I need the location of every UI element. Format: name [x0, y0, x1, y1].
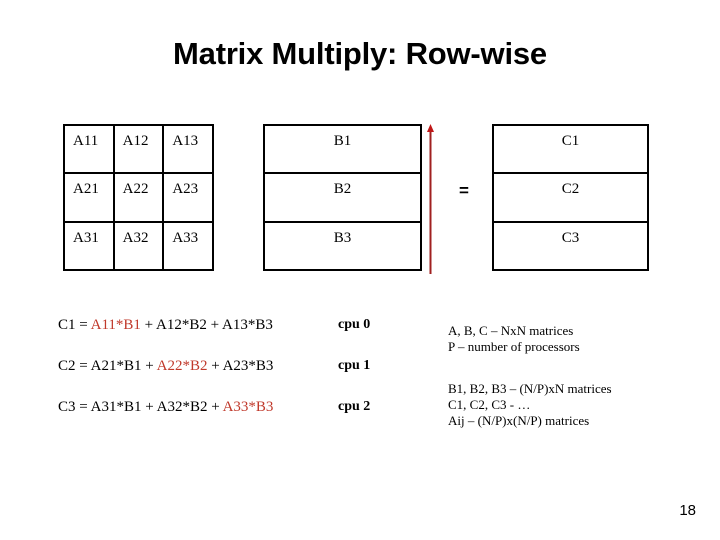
equation-prefix: C1 =: [58, 317, 91, 333]
page-title: Matrix Multiply: Row-wise: [173, 36, 547, 71]
matrix-c-row: C1: [494, 126, 647, 175]
equation-suffix: + A12*B2 + A13*B3: [140, 317, 273, 333]
equation-prefix: C3 = A31*B1 + A32*B2 +: [58, 399, 223, 415]
matrix-a-cell-a32: A32: [115, 222, 165, 269]
matrix-b-cell-b3: B3: [333, 229, 352, 246]
matrix-a: A11 A12 A13 A21 A22 A23 A31 A32 A33: [63, 124, 214, 271]
note-line: C1, C2, C3 - …: [448, 397, 531, 412]
matrix-a-cell-a23: A23: [172, 181, 199, 198]
notes-block-sizes: B1, B2, B3 – (N/P)xN matrices C1, C2, C3…: [448, 381, 612, 429]
matrix-a-cell-a13: A13: [172, 133, 199, 149]
equation-row-c3: C3 = A31*B1 + A32*B2 + A33*B3 cpu 2: [58, 400, 408, 441]
note-line: A, B, C – NxN matrices: [448, 323, 574, 338]
notes-definitions: A, B, C – NxN matrices P – number of pro…: [448, 323, 580, 355]
matrix-b-cell-b1: B1: [333, 133, 352, 149]
equation-highlight: A22*B2: [156, 358, 208, 374]
matrix-a-cell-a31: A31: [65, 222, 115, 269]
matrix-c: C1 C2 C3: [492, 124, 649, 271]
cpu-label-0: cpu 0: [338, 317, 371, 332]
matrix-a-row: A31 A32 A33: [65, 222, 212, 269]
matrix-c-row: C3: [494, 223, 647, 269]
cpu-label-2: cpu 2: [338, 399, 371, 414]
matrix-a-cell-a33: A33: [172, 229, 199, 246]
page-number: 18: [679, 502, 696, 519]
up-arrow-icon: [424, 122, 437, 274]
note-line: P – number of processors: [448, 339, 580, 354]
equation-row-c2: C2 = A21*B1 + A22*B2 + A23*B3 cpu 1: [58, 359, 408, 400]
matrix-a-cell-a22: A22: [115, 174, 165, 221]
matrix-c-cell-c3: C3: [561, 229, 580, 246]
matrix-c-cell-c1: C1: [561, 133, 580, 149]
equation-suffix: + A23*B3: [207, 358, 274, 374]
equation-highlight: A33*B3: [222, 399, 274, 415]
cpu-label-1: cpu 1: [338, 358, 371, 373]
matrix-a-cell-a11: A11: [65, 126, 115, 173]
equals-operator: =: [459, 181, 469, 200]
equation-list: C1 = A11*B1 + A12*B2 + A13*B3 cpu 0 C2 =…: [58, 318, 408, 441]
equation-prefix: C2 = A21*B1 +: [58, 358, 157, 374]
matrix-b: B1 B2 B3: [263, 124, 422, 271]
matrix-c-row: C2: [494, 174, 647, 223]
equation-row-c1: C1 = A11*B1 + A12*B2 + A13*B3 cpu 0: [58, 318, 408, 359]
matrix-b-row: B3: [265, 223, 420, 269]
matrix-a-cell-a21: A21: [65, 174, 115, 221]
note-line: Aij – (N/P)x(N/P) matrices: [448, 413, 590, 428]
equation-highlight: A11*B1: [90, 317, 141, 333]
matrix-b-cell-b2: B2: [333, 181, 352, 198]
matrix-c-cell-c2: C2: [561, 181, 580, 198]
note-line: B1, B2, B3 – (N/P)xN matrices: [448, 381, 612, 396]
matrix-a-row: A11 A12 A13: [65, 126, 212, 175]
matrix-b-row: B2: [265, 174, 420, 223]
matrix-a-cell-a12: A12: [115, 126, 165, 173]
matrix-b-row: B1: [265, 126, 420, 175]
matrix-a-row: A21 A22 A23: [65, 174, 212, 223]
